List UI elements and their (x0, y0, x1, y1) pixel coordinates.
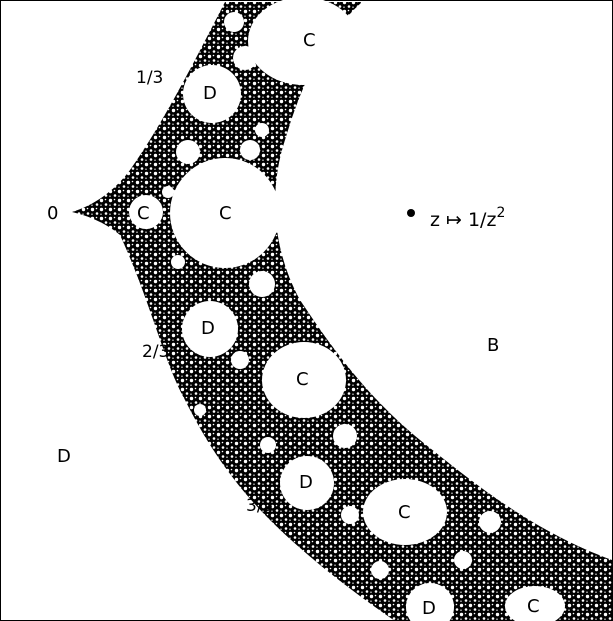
label-region-d: D (57, 446, 71, 467)
component-c-small (129, 195, 163, 229)
component-c-bottom (505, 586, 565, 621)
label-two-thirds: 2/3 (142, 342, 169, 362)
component-d-2-3 (182, 301, 238, 357)
label-d-bottom: D (422, 598, 436, 619)
component-d-3-5 (280, 456, 334, 510)
fatou-components (129, 0, 565, 621)
marked-point (407, 209, 415, 217)
label-c-center: C (219, 203, 232, 224)
label-three-fifths: 3/5 (246, 496, 273, 516)
label-one-third: 1/3 (136, 68, 163, 88)
map-text: z ↦ 1/z (430, 209, 496, 231)
map-exponent: 2 (496, 205, 505, 221)
component-c-top (248, 0, 358, 85)
component-c-mid (262, 342, 346, 418)
label-c-bottom: C (527, 596, 540, 617)
component-d-bottom (406, 583, 454, 621)
julia-set-band (72, 2, 612, 621)
label-c-top: C (303, 30, 316, 51)
label-c-lower: C (398, 502, 411, 523)
label-c-mid: C (296, 369, 309, 390)
component-c-center (170, 158, 280, 268)
label-d-1-3: D (203, 83, 217, 104)
label-c-small: C (137, 203, 150, 224)
label-d-2-3: D (201, 318, 215, 339)
component-d-1-3 (183, 65, 241, 123)
label-map: z ↦ 1/z2 (430, 205, 505, 231)
label-zero: 0 (47, 203, 58, 224)
label-d-3-5: D (299, 472, 313, 493)
label-region-b: B (487, 335, 499, 356)
component-c-lower (363, 479, 447, 545)
